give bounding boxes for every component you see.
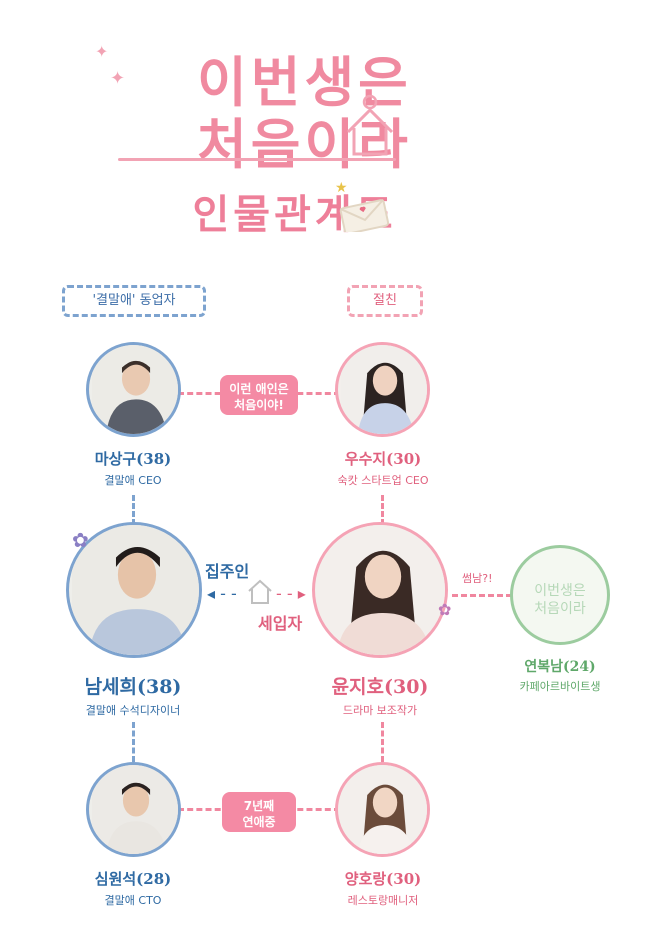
house-icon: [346, 94, 394, 156]
avatar-yeon-boknam: 이번생은 처음이라: [510, 545, 610, 645]
person-name: 윤지호(30): [331, 676, 429, 698]
arrow-right-icon: - - ▸: [276, 584, 306, 603]
relation-crush: 썸남?!: [462, 572, 493, 585]
person-name: 연복남(24): [524, 659, 596, 675]
person-name: 남세희(38): [84, 676, 182, 698]
house-icon: [248, 579, 272, 604]
connector-right-lower: [381, 722, 384, 762]
star-icon: ★: [335, 180, 348, 196]
avatar-yang-horang: [335, 762, 430, 857]
title-line2: 처음이라: [197, 112, 412, 176]
person-name: 양호랑(30): [344, 870, 422, 888]
relation-pill-bottom: 7년째 연애중: [222, 792, 296, 832]
person-role: 결말애 수석디자이너: [85, 704, 181, 717]
logo-line1: 이번생은: [534, 583, 586, 599]
connector-right-upper: [381, 495, 384, 525]
sparkle-icon: ✦: [110, 68, 126, 89]
sparkle-icon: ✦: [95, 42, 109, 61]
flower-icon: ✿: [438, 600, 452, 619]
title-line1: 이번생은: [197, 50, 412, 114]
group-tag-business-partners: '결말애' 동업자: [62, 285, 206, 317]
person-role: 결말애 CTO: [104, 894, 162, 907]
person-role: 레스토랑매니저: [347, 894, 419, 907]
person-role: 카페아르바이트생: [519, 680, 601, 693]
avatar-woo-suji: [335, 342, 430, 437]
connector-crush: [452, 594, 512, 597]
person-name: 심원석(28): [94, 870, 172, 888]
connector-left-lower: [132, 722, 135, 762]
envelope-icon: [339, 198, 390, 232]
arrow-left-icon: ◂ - -: [207, 584, 237, 603]
avatar-yoon-jiho: [312, 522, 448, 658]
person-role: 결말애 CEO: [104, 474, 162, 487]
avatar-ma-sanggu: [86, 342, 181, 437]
connector-left-upper: [132, 495, 135, 525]
logo-line2: 처음이라: [534, 601, 586, 617]
title-underline: [118, 158, 396, 161]
flower-icon: ✿: [72, 528, 89, 552]
person-role: 숙캇 스타트업 CEO: [337, 474, 429, 487]
person-name: 우수지(30): [344, 450, 422, 468]
group-tag-best-friends: 절친: [347, 285, 423, 317]
relation-landlord: 집주인: [205, 562, 250, 581]
relation-pill-top: 이런 애인은 처음이야!: [220, 375, 298, 415]
avatar-sim-wonseok: [86, 762, 181, 857]
avatar-nam-sehee: [66, 522, 202, 658]
diagram-subtitle: 인물관계도: [192, 191, 397, 238]
relation-tenant: 세입자: [258, 614, 303, 633]
person-name: 마상구(38): [94, 450, 172, 468]
person-role: 드라마 보조작가: [342, 704, 418, 717]
